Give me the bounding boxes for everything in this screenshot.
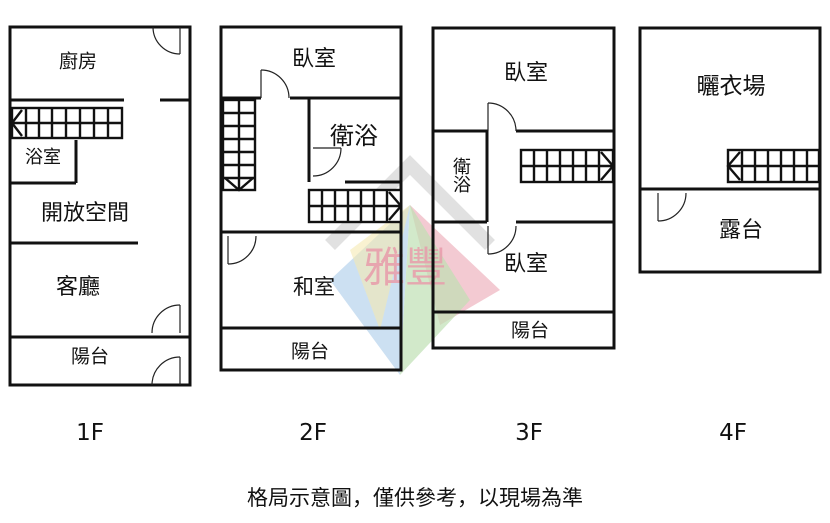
room-label: 曬衣場	[697, 74, 766, 100]
room-label: 開放空間	[41, 201, 129, 226]
floor-4f-stairs-arrow-icon	[726, 151, 741, 181]
room-label: 浴室	[25, 147, 61, 168]
floor-label-3f: 3F	[515, 420, 543, 446]
room-label: 臥室	[504, 252, 548, 277]
floor-2f-door-tatami	[227, 235, 257, 265]
floor-1f-plan: 廚房 浴室 開放空間 客廳 陽台	[8, 25, 192, 387]
floor-3f-door-bedroom-bottom	[487, 225, 517, 255]
floor-3f-stairs	[519, 148, 615, 184]
watermark-blue-petal	[330, 205, 410, 375]
room-label: 陽台	[71, 346, 109, 368]
room-label: 陽台	[511, 320, 549, 342]
floor-2f-door-bedroom	[260, 69, 290, 99]
floor-1f-stairs-arrow-icon	[10, 109, 23, 137]
room-label: 露台	[719, 218, 763, 243]
floor-3f-outline	[431, 26, 616, 350]
floor-2f-plan: 臥室 衛浴 和室 陽台	[219, 25, 403, 372]
room-label: 客廳	[56, 275, 100, 300]
floor-2f-stairs-up	[307, 188, 403, 224]
floor-2f-door-bath	[312, 147, 342, 177]
disclaimer-note: 格局示意圖，僅供參考，以現場為準	[247, 486, 583, 510]
floor-1f-door-living	[151, 304, 181, 334]
floor-3f-door-bedroom-top	[487, 102, 517, 132]
watermark-yellow-petal	[350, 205, 410, 330]
floor-2f-stairs-arrow-icon	[224, 177, 254, 192]
floor-2f-stairs-arrow-icon	[388, 191, 403, 221]
floor-label-2f: 2F	[299, 420, 327, 446]
floor-4f-stairs	[726, 148, 821, 184]
room-label: 和室	[293, 275, 335, 299]
floor-4f-door-terrace	[657, 192, 687, 222]
floor-3f-stairs-arrow-icon	[600, 151, 615, 181]
floor-2f-stairs-down	[221, 98, 257, 192]
floor-3f-plan: 臥室 衛浴 臥室 陽台	[431, 26, 616, 350]
room-label: 陽台	[291, 341, 329, 363]
floor-4f-plan: 曬衣場 露台	[638, 26, 822, 274]
floor-1f-door-balcony	[151, 356, 181, 386]
room-label: 衛浴	[450, 157, 471, 193]
room-label: 廚房	[59, 50, 97, 73]
floor-label-4f: 4F	[719, 420, 747, 446]
floor-label-1f: 1F	[76, 420, 104, 446]
room-label: 臥室	[504, 61, 548, 86]
room-label: 臥室	[292, 47, 336, 72]
floor-1f-door-top	[152, 26, 181, 55]
room-label: 衛浴	[330, 122, 378, 150]
floor-1f-outline	[8, 25, 192, 387]
floor-1f-stairs	[10, 106, 124, 140]
watermark-green-petal	[400, 205, 470, 375]
